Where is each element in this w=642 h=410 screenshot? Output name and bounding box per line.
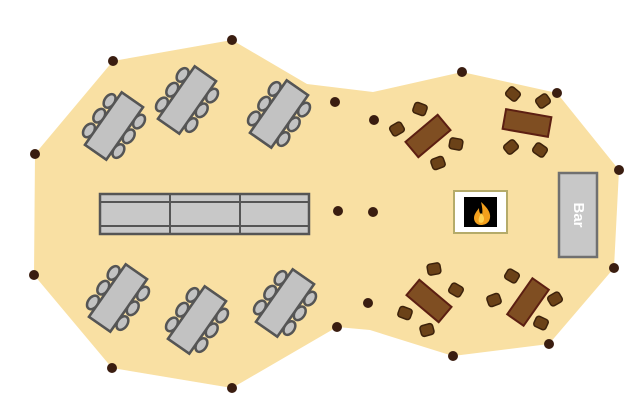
post [614, 165, 624, 175]
lounge-table[interactable] [501, 84, 553, 159]
bench-table[interactable] [98, 192, 311, 236]
lounge-table[interactable] [396, 261, 466, 338]
post [107, 363, 117, 373]
stool [447, 136, 465, 152]
fireplace-icon [474, 202, 491, 225]
stool [418, 322, 436, 338]
post [29, 270, 39, 280]
post [457, 67, 467, 77]
post [330, 97, 340, 107]
fireplace [453, 190, 508, 234]
post [609, 263, 619, 273]
post [552, 88, 562, 98]
bar-counter[interactable]: Bar [557, 171, 599, 259]
post [333, 206, 343, 216]
post [108, 56, 118, 66]
post [363, 298, 373, 308]
post [332, 322, 342, 332]
post [544, 339, 554, 349]
post [227, 35, 237, 45]
lounge-table[interactable] [485, 267, 565, 332]
boundary-posts [29, 35, 624, 393]
post [30, 149, 40, 159]
lounge-table[interactable] [387, 100, 465, 172]
post [369, 115, 379, 125]
post [448, 351, 458, 361]
post [227, 383, 237, 393]
post [368, 207, 378, 217]
bar-label: Bar [570, 202, 587, 227]
stool [425, 261, 443, 277]
